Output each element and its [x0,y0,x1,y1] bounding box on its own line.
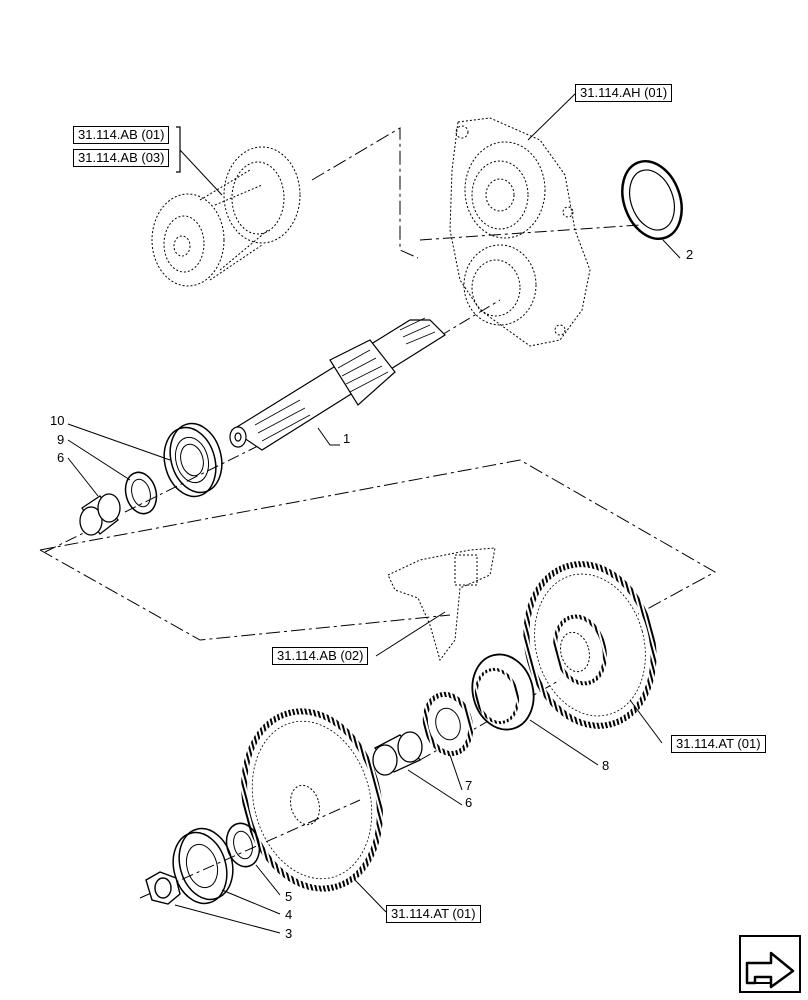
washer-part-9 [124,471,158,515]
callout-10: 10 [50,413,65,428]
ref-at-01-upper[interactable]: 31.114.AT (01) [671,735,766,753]
nut-part-3 [145,871,181,905]
callout-8: 8 [602,758,610,773]
callout-1: 1 [343,431,351,446]
bushing-part-6-upper [79,493,121,536]
center-axis-lines [44,224,641,899]
callout-6-lower: 6 [465,795,473,810]
callout-3: 3 [285,926,293,941]
ref-at-01-lower[interactable]: 31.114.AT (01) [386,905,481,923]
next-page-arrow-icon [745,951,795,989]
oil-seal-part-2 [621,159,683,241]
phantom-lines [39,127,717,641]
upper-gear-cluster [151,146,301,287]
shift-fork [387,547,496,662]
callout-7: 7 [465,778,473,793]
bearing-part-10 [163,422,223,498]
gearbox-housing [449,117,591,347]
driven-gear-lower [241,708,383,892]
ref-ah-01[interactable]: 31.114.AH (01) [575,84,673,102]
leader-lines [67,92,681,934]
callout-2: 2 [686,247,694,262]
ref-ab-03[interactable]: 31.114.AB (03) [73,149,170,167]
ref-ab-02[interactable]: 31.114.AB (02) [272,647,369,665]
output-shaft-part-1 [229,317,446,451]
ref-bracket [176,126,181,173]
callout-9: 9 [57,432,65,447]
callout-6-upper: 6 [57,450,65,465]
callout-4: 4 [285,907,293,922]
driven-gear-upper [523,561,657,729]
bushing-part-6-lower [372,731,423,776]
callout-5: 5 [285,889,293,904]
sync-hub-part-7 [422,691,474,757]
sync-sleeve-part-8 [471,653,535,731]
bearing-part-4 [172,827,234,905]
next-page-button[interactable] [739,935,801,993]
ref-ab-01[interactable]: 31.114.AB (01) [73,126,170,144]
